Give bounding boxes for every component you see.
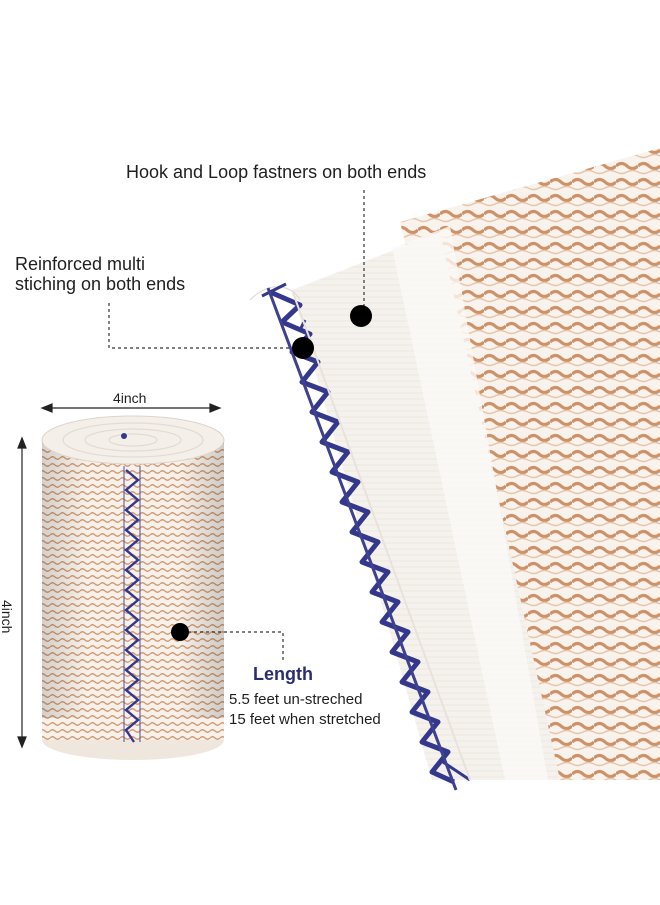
bandage-closeup (249, 148, 660, 791)
height-dimension-label: 4inch (0, 600, 15, 634)
blue-stitched-edge (269, 289, 456, 785)
width-dimension-arrow (40, 403, 222, 413)
length-unstretched: 5.5 feet un-streched (229, 691, 363, 708)
stitching-leader-line (108, 303, 300, 349)
fasteners-callout-label: Hook and Loop fastners on both ends (126, 162, 427, 182)
roll-stitch (124, 469, 140, 743)
fastener-marker-dot (350, 305, 372, 327)
bandage-roll (41, 415, 225, 760)
length-marker-dot (171, 623, 189, 641)
height-dimension-arrow (17, 436, 27, 749)
stitching-marker-dot (292, 337, 314, 359)
width-dimension-label: 4inch (113, 390, 147, 406)
length-title: Length (253, 664, 313, 684)
length-stretched: 15 feet when stretched (229, 711, 381, 728)
stitching-callout-label-line2: stiching on both ends (15, 274, 186, 294)
stitching-callout-label-line1: Reinforced multi (15, 254, 146, 274)
